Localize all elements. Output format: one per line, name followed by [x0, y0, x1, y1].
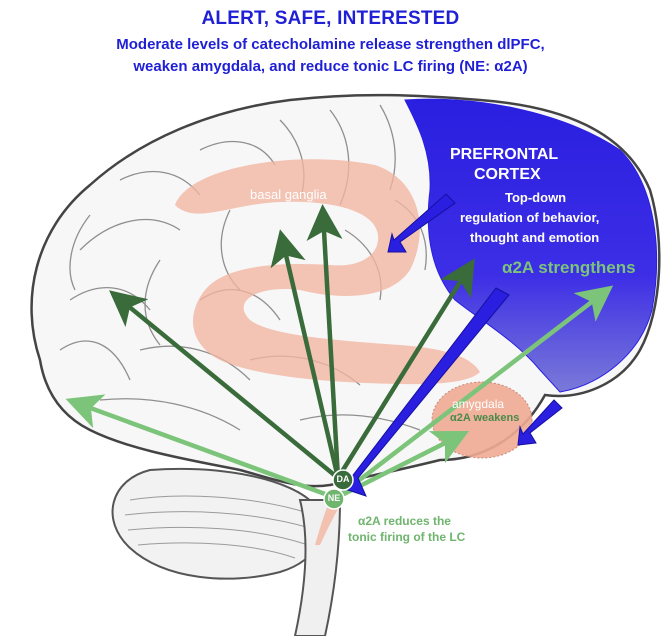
label-pfc-line1: PREFRONTAL — [450, 146, 558, 164]
label-a2a-strengthens: α2A strengthens — [502, 258, 636, 278]
cerebellum-shape — [113, 469, 322, 579]
label-lc-line2: tonic firing of the LC — [348, 530, 465, 544]
label-a2a-weakens: α2A weakens — [450, 412, 519, 424]
label-basal-ganglia: basal ganglia — [250, 187, 327, 202]
label-topdown-line2: regulation of behavior, — [460, 210, 599, 225]
label-da: DA — [336, 474, 350, 484]
label-lc-line1: α2A reduces the — [358, 514, 451, 528]
label-topdown-line1: Top-down — [505, 190, 566, 205]
label-pfc-line2: CORTEX — [474, 166, 541, 184]
label-topdown-line3: thought and emotion — [470, 230, 599, 245]
label-amygdala: amygdala — [452, 397, 504, 411]
label-ne: NE — [327, 493, 341, 503]
